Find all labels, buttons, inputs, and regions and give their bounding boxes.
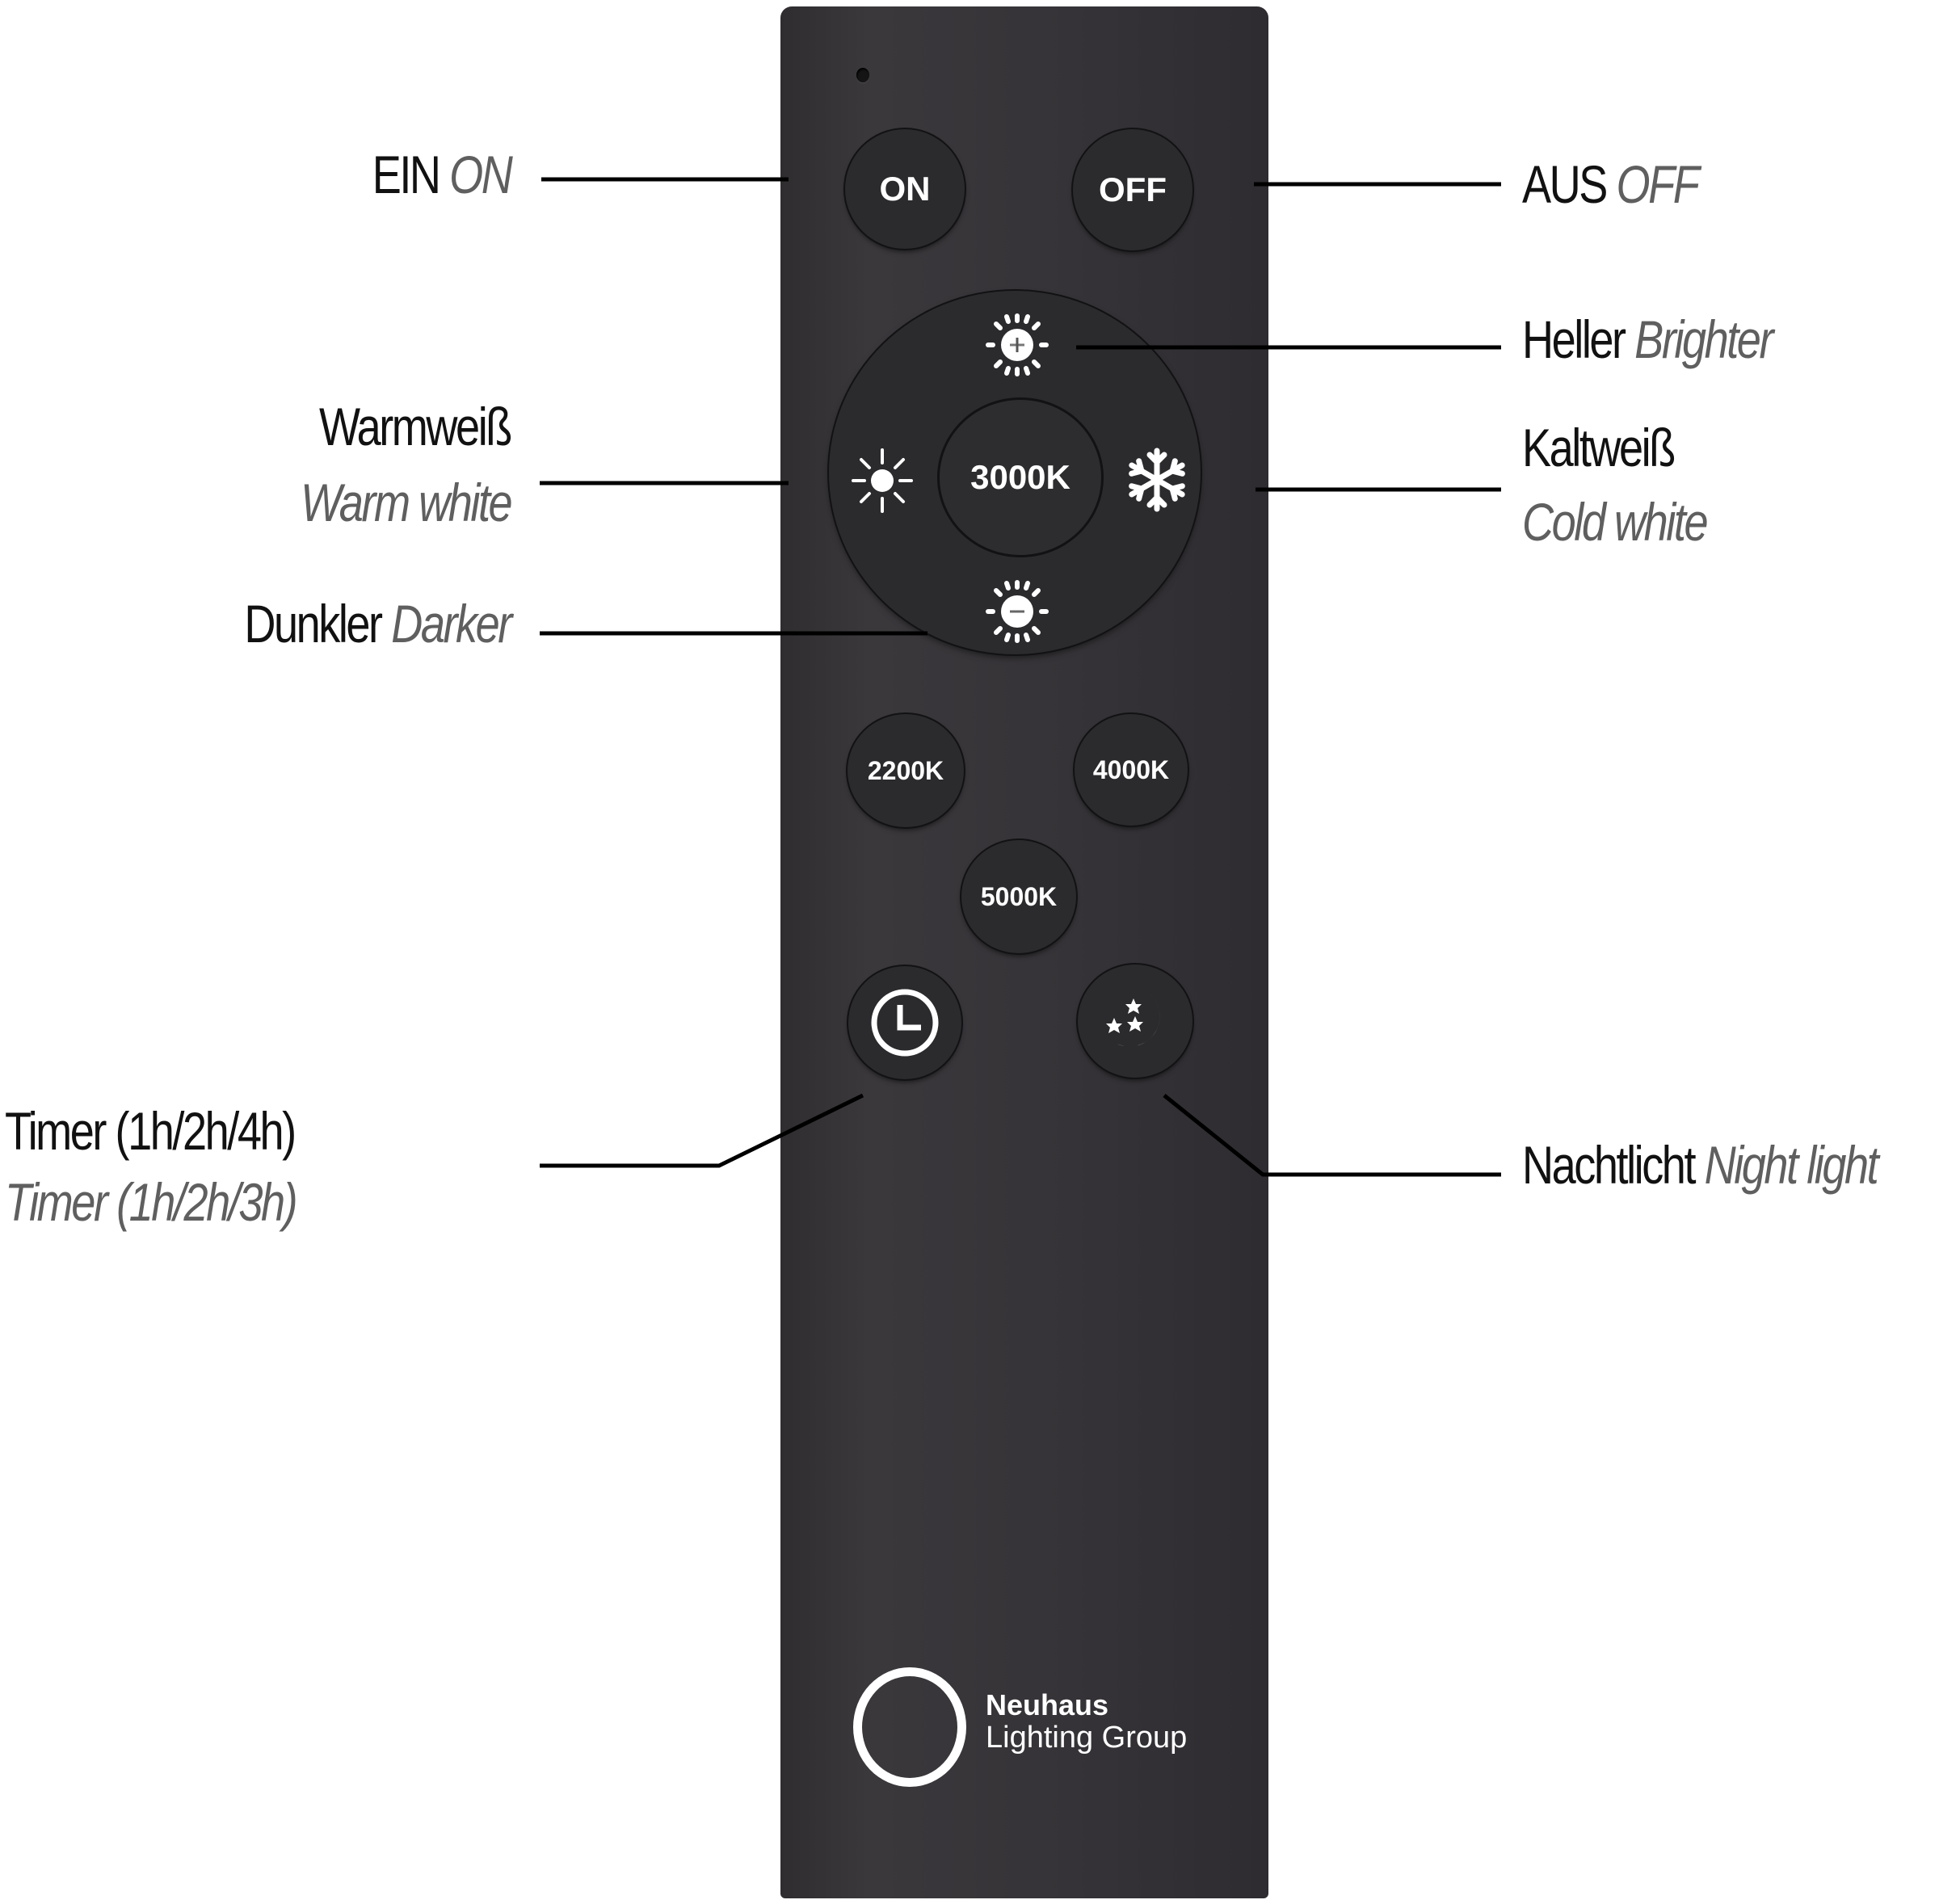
label-on: EIN ON [372,145,512,204]
label-off: AUS OFF [1522,154,1700,214]
sun-plus-icon[interactable] [984,312,1050,378]
label-night: Nachtlicht Night light [1522,1135,1879,1195]
timer-button[interactable] [848,966,961,1079]
ir-led-indicator [856,68,869,82]
brand-subtitle: Lighting Group [986,1721,1188,1755]
snowflake-icon[interactable] [1126,446,1188,514]
night-light-button[interactable] [1078,965,1192,1078]
label-timer-en: Timer (1h/2h/3h) [5,1172,298,1232]
color-temp-5000k-button[interactable]: 5000K [961,840,1076,953]
brand-logo-ring [853,1667,966,1787]
moon-stars-icon [1106,994,1160,1047]
color-temp-3000k-button[interactable]: 3000K [940,400,1101,555]
label-cold-de: Kaltweiß [1522,418,1676,477]
label-warm-en: Warm white [300,473,513,532]
label-darker: Dunkler Darker [244,594,513,654]
color-temp-4000k-button[interactable]: 4000K [1075,714,1188,826]
clock-icon [871,989,939,1057]
label-brighter: Heller Brighter [1522,309,1773,369]
off-button[interactable]: OFF [1073,129,1192,250]
label-cold-en: Cold white [1522,492,1709,552]
label-warm-de: Warmweiß [319,397,512,456]
on-button[interactable]: ON [845,129,965,249]
label-timer-de: Timer (1h/2h/4h) [5,1101,297,1161]
sun-icon[interactable] [850,446,915,515]
color-temp-2200k-button[interactable]: 2200K [848,714,964,827]
brand-name: Neuhaus [986,1688,1109,1721]
sun-minus-icon[interactable] [984,578,1050,645]
